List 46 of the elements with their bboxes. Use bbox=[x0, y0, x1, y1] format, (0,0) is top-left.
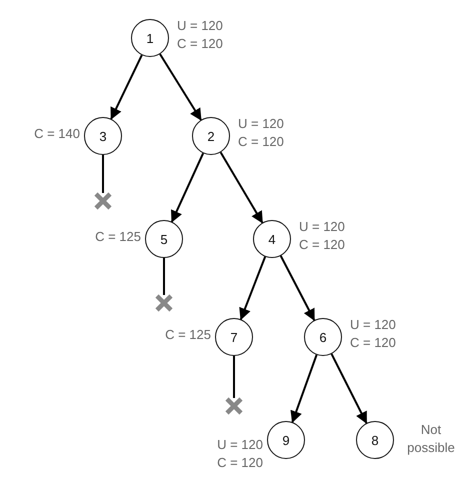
value-label: U = 120 bbox=[177, 17, 223, 35]
node-circle bbox=[253, 220, 291, 258]
node-number: 1 bbox=[146, 30, 154, 46]
arrow bbox=[159, 54, 202, 121]
node-circle bbox=[192, 117, 230, 155]
node-circle bbox=[356, 421, 394, 459]
value-label: C = 120 bbox=[217, 454, 263, 472]
arrow bbox=[290, 354, 318, 424]
value-label: C = 120 bbox=[177, 35, 223, 53]
cross-mark bbox=[224, 396, 244, 416]
value-label: C = 120 bbox=[238, 133, 284, 151]
node-circle bbox=[145, 220, 183, 258]
value-label: C = 140 bbox=[34, 125, 80, 143]
node-number: 5 bbox=[160, 232, 168, 246]
connector-line bbox=[102, 155, 104, 193]
connector-line bbox=[233, 356, 235, 398]
arrow bbox=[330, 354, 368, 424]
value-label: U = 120 bbox=[238, 115, 284, 133]
value-label: Not possible bbox=[406, 421, 456, 457]
value-label: C = 120 bbox=[299, 236, 345, 254]
node-number: 2 bbox=[207, 128, 215, 144]
node-number: 4 bbox=[268, 232, 276, 246]
node-circle bbox=[215, 318, 253, 356]
value-label: U = 120 bbox=[217, 436, 263, 454]
node-number: 8 bbox=[371, 432, 379, 448]
node-circle bbox=[84, 117, 122, 155]
arrow bbox=[220, 152, 264, 224]
node-circle bbox=[267, 421, 305, 459]
value-label: C = 125 bbox=[165, 326, 211, 344]
value-label: C = 120 bbox=[350, 334, 396, 352]
connector-line bbox=[163, 258, 165, 295]
arrow bbox=[170, 152, 204, 223]
node-number: 9 bbox=[282, 432, 290, 448]
node-circle bbox=[304, 318, 342, 356]
cross-mark bbox=[94, 192, 112, 210]
arrow bbox=[280, 255, 316, 322]
cross-mark bbox=[154, 294, 174, 312]
node-circle bbox=[131, 19, 169, 57]
value-label: U = 120 bbox=[299, 218, 345, 236]
value-label: U = 120 bbox=[350, 316, 396, 334]
node-number: 3 bbox=[99, 128, 107, 144]
arrow bbox=[239, 256, 266, 320]
arrow bbox=[110, 54, 143, 120]
node-number: 7 bbox=[230, 330, 238, 344]
value-label: C = 125 bbox=[95, 228, 141, 246]
node-number: 6 bbox=[319, 330, 327, 344]
